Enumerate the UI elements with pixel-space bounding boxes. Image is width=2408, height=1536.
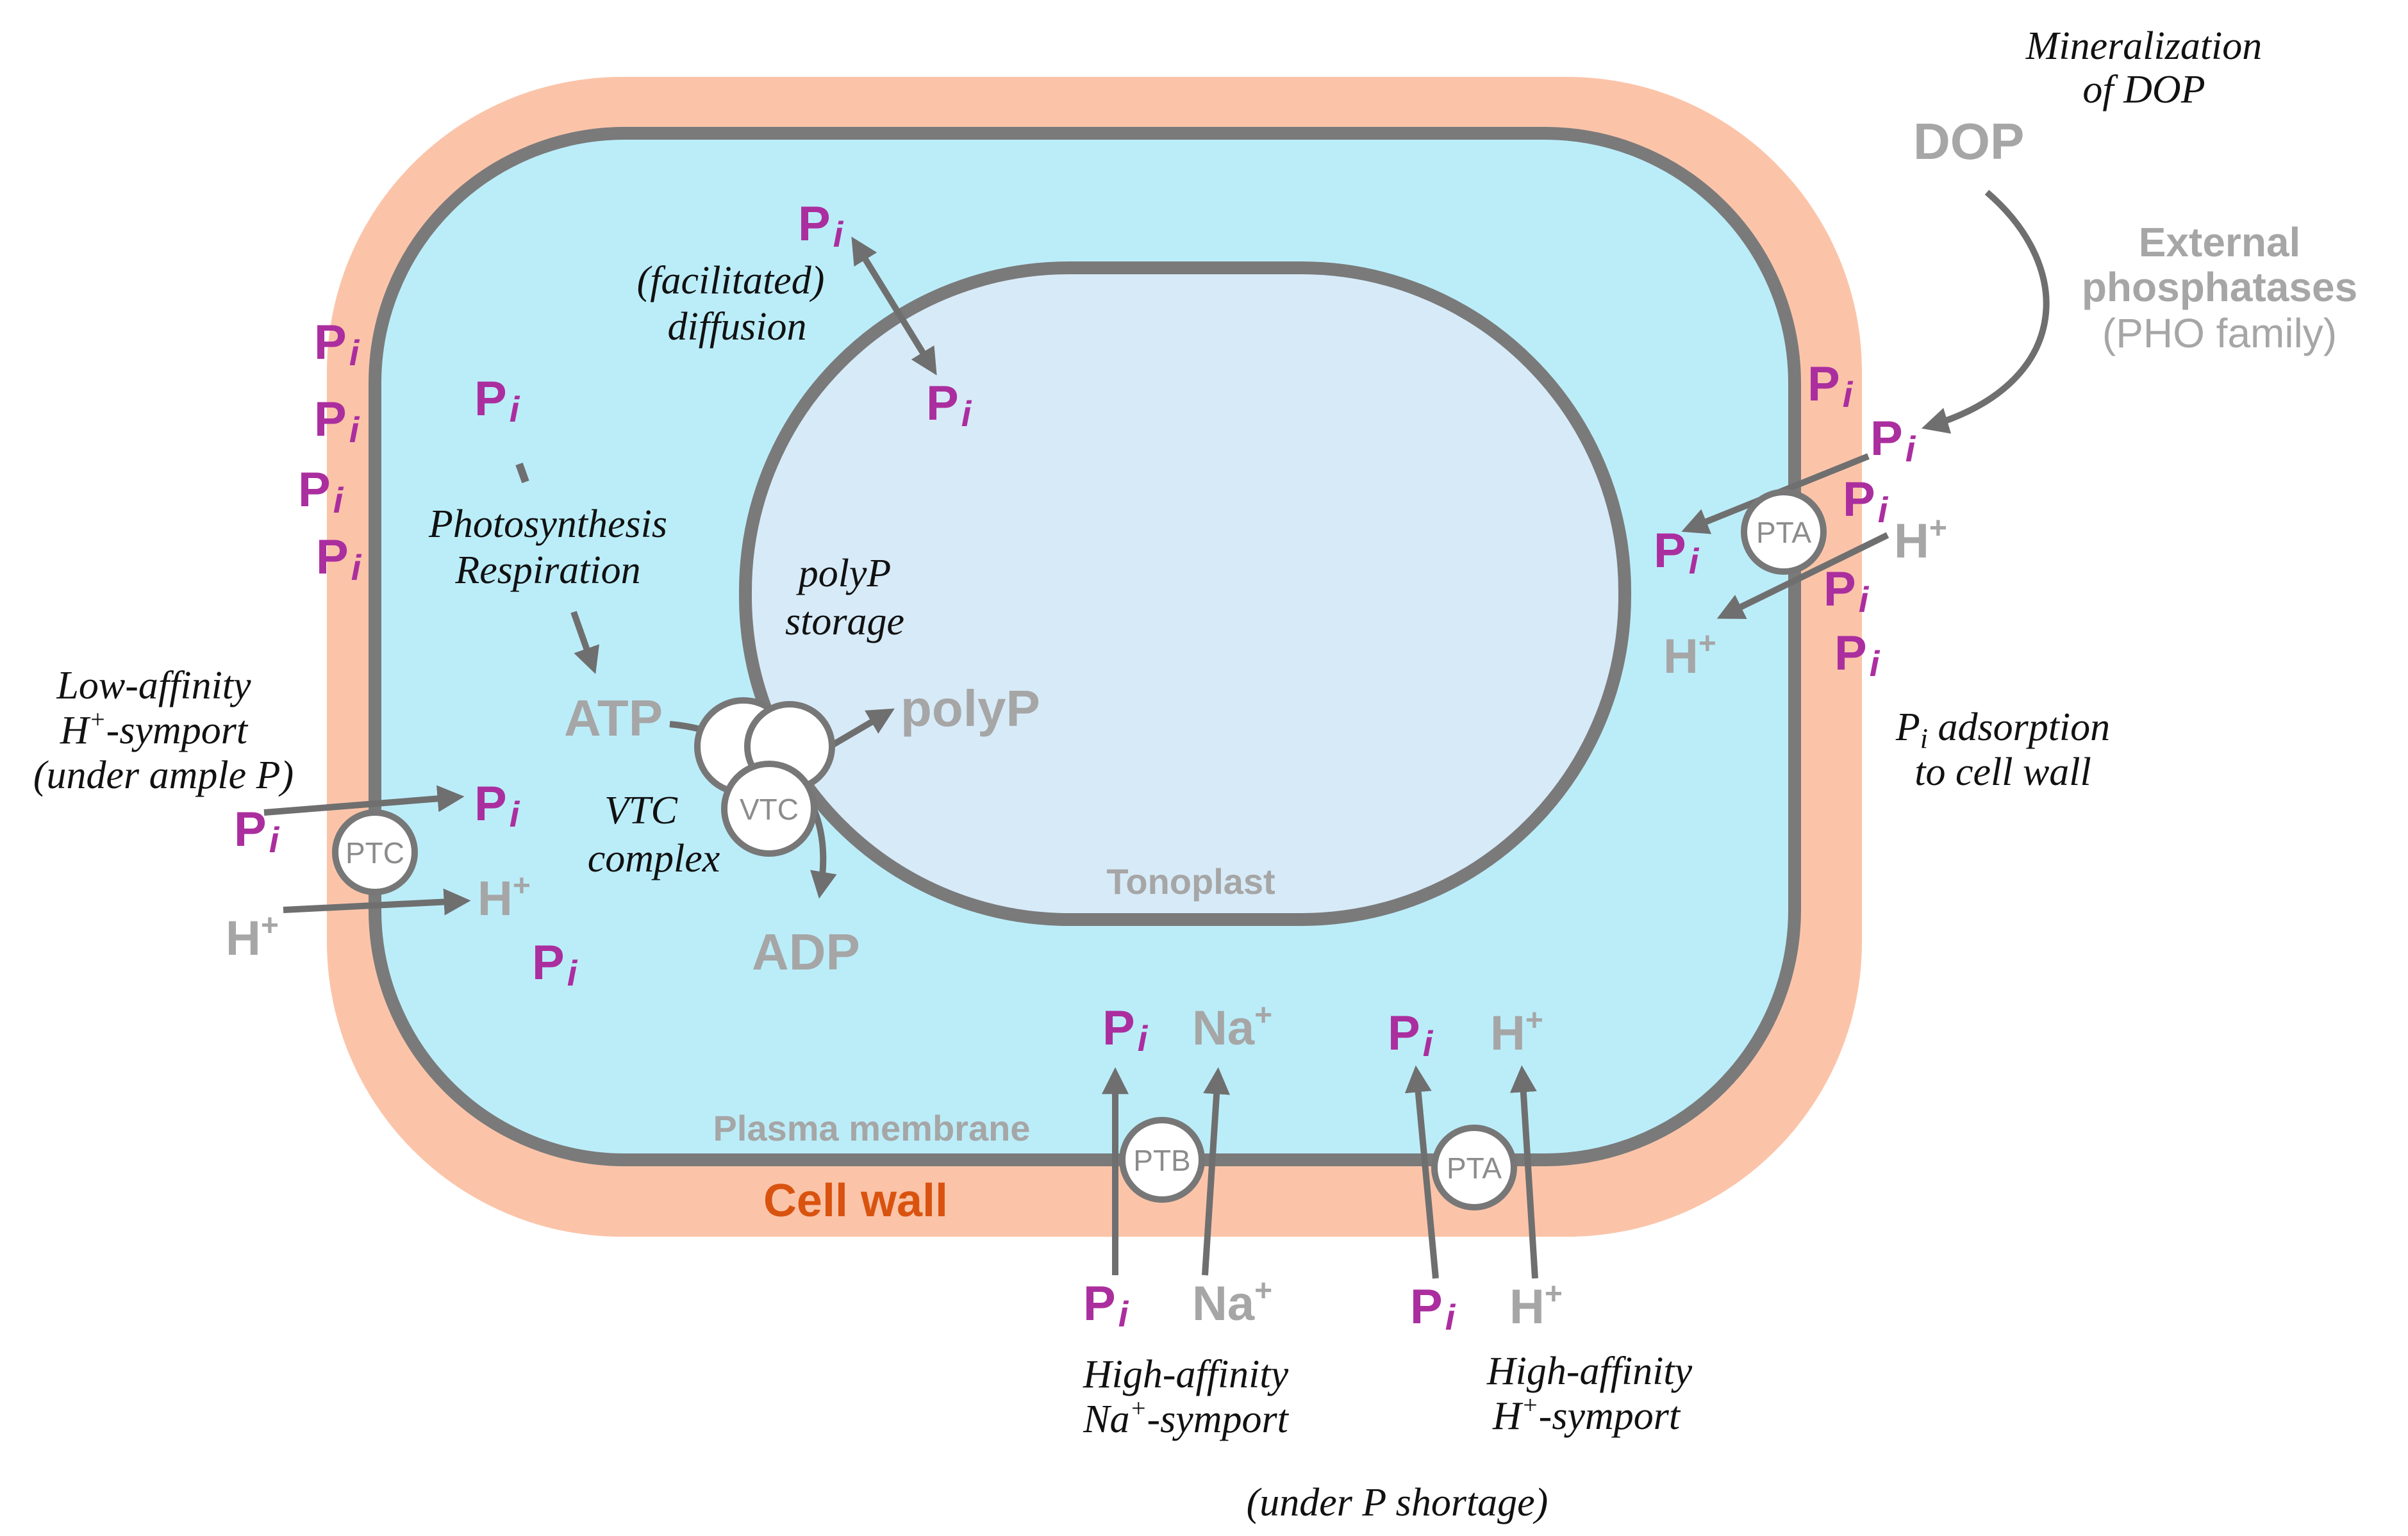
pi-wall-left-3: Pi xyxy=(298,463,344,520)
external-phosphatases-label-2: phosphatases xyxy=(2082,264,2357,310)
pi-pta-bottom-outside: Pi xyxy=(1410,1280,1456,1337)
facilitated-line-2: diffusion xyxy=(667,305,806,349)
ptb-transporter: PTB xyxy=(1119,1117,1205,1203)
pta-right-label: PTA xyxy=(1756,516,1811,549)
photosynthesis-label: Photosynthesis xyxy=(428,502,667,546)
low-affinity-line-2: H+-symport xyxy=(60,705,249,752)
dash-mark xyxy=(515,462,529,484)
pta-right-h-arrow xyxy=(1716,532,1889,619)
high-h-line-1: High-affinity xyxy=(1486,1350,1693,1393)
pho-family-label: (PHO family) xyxy=(2102,310,2337,356)
pta-bottom-transporter: PTA xyxy=(1431,1125,1517,1210)
cell-wall-label: Cell wall xyxy=(763,1175,948,1226)
respiration-label: Respiration xyxy=(454,549,640,592)
mineralization-line-2: of DOP xyxy=(2082,68,2205,111)
shortage-label: (under P shortage) xyxy=(1247,1481,1549,1524)
h-pta-right-inside: H+ xyxy=(1663,627,1716,684)
pi-wall-right-3: Pi xyxy=(1843,472,1889,530)
polyp-storage-line-2: storage xyxy=(785,600,904,643)
h-pta-bottom-outside: H+ xyxy=(1509,1277,1563,1334)
h-pta-bottom-inside: H+ xyxy=(1490,1003,1543,1061)
vtc-complex: VTC xyxy=(694,697,835,857)
low-affinity-line-1: Low-affinity xyxy=(56,664,251,707)
pi-ptb-outside: Pi xyxy=(1083,1276,1129,1334)
pi-wall-left-1: Pi xyxy=(314,315,360,373)
adsorption-line-1: Pi adsorption xyxy=(1895,706,2110,754)
vacuole-tonoplast xyxy=(739,261,1631,926)
pi-vacuole: Pi xyxy=(926,376,972,434)
adp-label: ADP xyxy=(752,923,860,980)
pi-ptb-inside: Pi xyxy=(1102,1001,1149,1059)
high-h-line-2: H+-symport xyxy=(1492,1391,1681,1438)
pi-wall-right-2: Pi xyxy=(1870,411,1916,469)
vtc-label: VTC xyxy=(740,793,799,826)
pi-cytoplasm-lower: Pi xyxy=(532,936,578,993)
pi-wall-right-5: Pi xyxy=(1834,626,1881,684)
pi-ptc-outside: Pi xyxy=(234,802,280,860)
tonoplast-label: Tonoplast xyxy=(1106,861,1275,902)
pi-ptc-inside: Pi xyxy=(474,777,520,834)
ptb-na-arrow xyxy=(1202,1067,1231,1276)
pi-diffusion-top: Pi xyxy=(798,197,844,254)
h-ptc-outside: H+ xyxy=(226,909,279,966)
pi-wall-right-4: Pi xyxy=(1823,562,1870,620)
pi-pta-right-inside: Pi xyxy=(1654,524,1700,581)
pi-labels: Pi Pi Pi Pi Pi Pi Pi Pi Pi Pi Pi Pi Pi P… xyxy=(234,197,1916,1337)
high-na-line-2: Na+-symport xyxy=(1083,1394,1290,1441)
low-affinity-line-3: (under ample P) xyxy=(33,754,294,797)
pi-wall-right-1: Pi xyxy=(1807,357,1854,415)
ptb-label: PTB xyxy=(1133,1144,1190,1177)
high-na-line-1: High-affinity xyxy=(1083,1353,1289,1396)
na-ptb-inside: Na+ xyxy=(1192,998,1272,1055)
pta-bottom-pi-arrow xyxy=(1404,1065,1439,1279)
h-pta-right-outside: H+ xyxy=(1894,511,1947,568)
vtc-complex-line-2: complex xyxy=(588,837,720,880)
adsorption-line-2: to cell wall xyxy=(1914,750,2091,794)
pta-bottom-h-arrow xyxy=(1509,1065,1538,1279)
ptc-pi-arrow xyxy=(263,785,465,816)
ion-labels: H+ H+ H+ H+ Na+ Na+ H+ H+ xyxy=(226,511,1947,1334)
dop-label: DOP xyxy=(1913,113,2024,170)
mineralization-line-1: Mineralization xyxy=(2025,24,2263,68)
polyp-label: polyP xyxy=(901,680,1040,737)
pta-bottom-label: PTA xyxy=(1447,1152,1502,1185)
pi-wall-left-4: Pi xyxy=(316,530,362,588)
diffusion-arrow xyxy=(851,236,937,376)
polyp-storage-line-1: polyP xyxy=(796,552,892,595)
facilitated-line-1: (facilitated) xyxy=(637,259,825,302)
h-ptc-inside: H+ xyxy=(477,869,531,926)
pi-pta-bottom-inside: Pi xyxy=(1388,1006,1434,1064)
na-ptb-outside: Na+ xyxy=(1192,1274,1272,1331)
ptc-h-arrow xyxy=(283,888,471,916)
plasma-membrane-label: Plasma membrane xyxy=(713,1108,1031,1148)
pi-wall-left-2: Pi xyxy=(314,392,360,450)
vtc-complex-line-1: VTC xyxy=(604,789,677,832)
ptc-transporter: PTC xyxy=(332,809,418,895)
external-phosphatases-label-1: External xyxy=(2139,219,2301,265)
pta-right-transporter: PTA xyxy=(1741,489,1827,575)
annotations: Mineralization of DOP (facilitated) diff… xyxy=(33,24,2262,1524)
pi-cytoplasm-photosynthesis: Pi xyxy=(474,372,520,429)
energy-to-atp-arrow xyxy=(570,611,600,674)
atp-label: ATP xyxy=(564,690,663,747)
dop-mineralization-arrow xyxy=(1921,190,2050,434)
ptc-label: PTC xyxy=(345,836,404,870)
